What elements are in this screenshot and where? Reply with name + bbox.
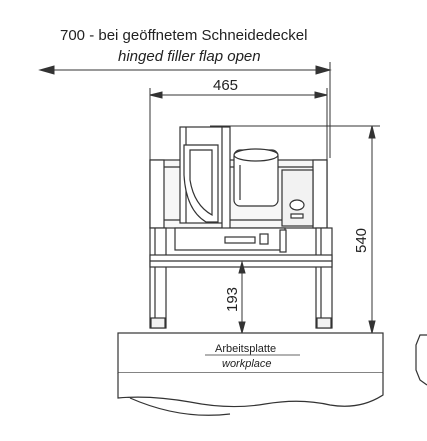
width-open-label-en: hinged filler flap open — [118, 48, 261, 65]
worktop — [117, 332, 384, 416]
width-open-label: 700 - bei geöffnetem Schneidedeckel — [60, 27, 307, 44]
worktop-label-de: Arbeitsplatte — [215, 343, 276, 355]
worktop-label-en: workplace — [222, 358, 272, 370]
slicer-machine — [149, 126, 328, 253]
dimension-465 — [149, 88, 328, 160]
dimension-540 — [210, 125, 380, 334]
dimension-193 — [238, 260, 246, 335]
adjacent-worktop-fragment — [415, 334, 427, 386]
dimension-465-label: 465 — [213, 77, 238, 94]
dimension-193-label: 193 — [224, 287, 241, 312]
stand — [149, 227, 333, 329]
dimension-700 — [38, 62, 332, 158]
dimension-540-label: 540 — [353, 228, 370, 253]
